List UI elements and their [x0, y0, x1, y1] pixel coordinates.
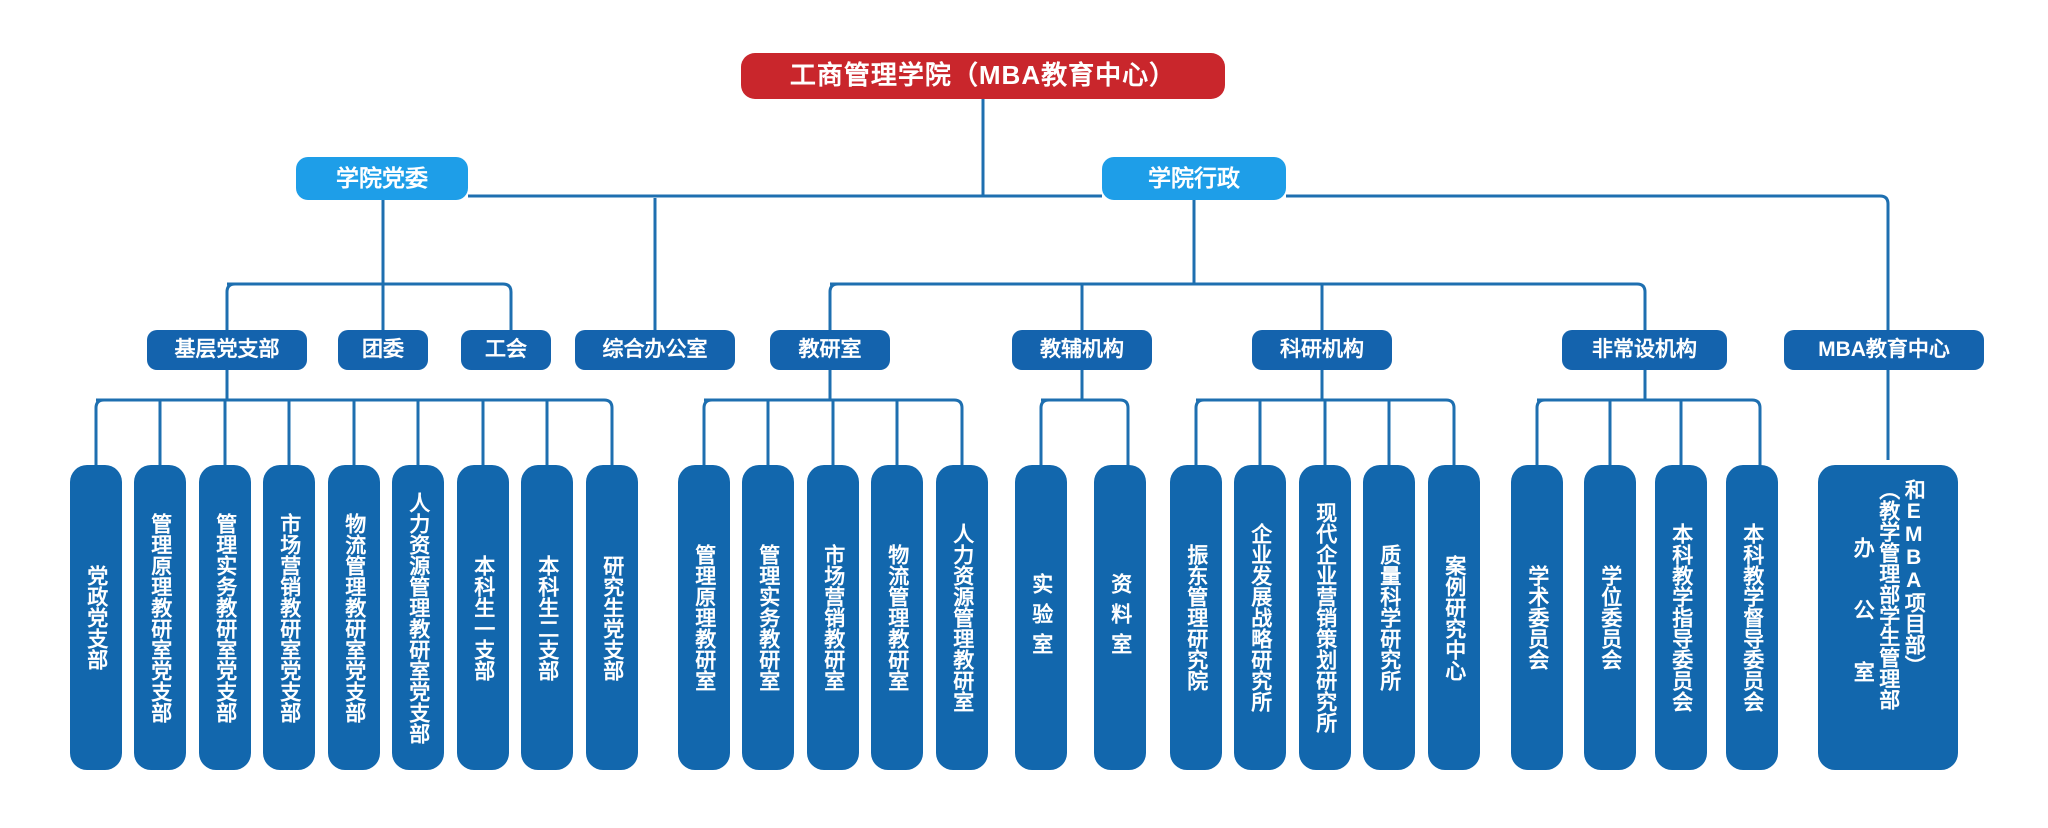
leaf-mba-emba-bangongshi[interactable]: 和EMBA项目部） （教学管理部学生管理部 办 公 室 [1818, 465, 1958, 770]
leaf-renliziyuan-jiaoyanshi[interactable]: 人力资源管理教研室 [936, 465, 988, 770]
leaf-wuliuguanli-dangzhibu[interactable]: 物流管理教研室党支部 [328, 465, 380, 770]
node-zongheban[interactable]: 综合办公室 [575, 330, 735, 370]
leaf-zhiliangkexue-yanjiusuo[interactable]: 质量科学研究所 [1363, 465, 1415, 770]
node-mbajiaoyuzhongxin[interactable]: MBA教育中心 [1784, 330, 1984, 370]
leaf-wuliuguanli-jiaoyanshi[interactable]: 物流管理教研室 [871, 465, 923, 770]
leaf-shichangyingxiao-jiaoyanshi[interactable]: 市场营销教研室 [807, 465, 859, 770]
node-xueyuandangwei[interactable]: 学院党委 [296, 157, 468, 200]
leaf-renliziyuan-dangzhibu[interactable]: 人力资源管理教研室党支部 [392, 465, 444, 770]
node-xueyuanxingzheng[interactable]: 学院行政 [1102, 157, 1286, 200]
leaf-dangzheng-dangzhibu[interactable]: 党政党支部 [70, 465, 122, 770]
leaf-guanlishiwu-dangzhibu[interactable]: 管理实务教研室党支部 [199, 465, 251, 770]
leaf-guanliyuanli-dangzhibu[interactable]: 管理原理教研室党支部 [134, 465, 186, 770]
leaf-shiyanshi[interactable]: 实验室 [1015, 465, 1067, 770]
node-jicengdangzhibu[interactable]: 基层党支部 [147, 330, 307, 370]
leaf-benkejiaoxue-dudao-weiyuanhui[interactable]: 本科教学督导委员会 [1726, 465, 1778, 770]
leaf-shichangyingxiao-dangzhibu[interactable]: 市场营销教研室党支部 [263, 465, 315, 770]
mba-office-col2: （教学管理部学生管理部 [1876, 479, 1900, 710]
leaf-yanjiusheng-dangzhibu[interactable]: 研究生党支部 [586, 465, 638, 770]
leaf-benkesheng-yizhibu[interactable]: 本科生一支部 [457, 465, 509, 770]
node-feichangshejigou[interactable]: 非常设机构 [1562, 330, 1727, 370]
leaf-zhendong-yanjiuyuan[interactable]: 振东管理研究院 [1170, 465, 1222, 770]
mba-office-col3: 办 公 室 [1851, 537, 1875, 691]
node-jiaoyanshi[interactable]: 教研室 [770, 330, 890, 370]
leaf-xiandaiqiye-yanjiusuo[interactable]: 现代企业营销策划研究所 [1299, 465, 1351, 770]
leaf-benkejiaoxue-zhidao-weiyuanhui[interactable]: 本科教学指导委员会 [1655, 465, 1707, 770]
leaf-xuewei-weiyuanhui[interactable]: 学位委员会 [1584, 465, 1636, 770]
leaf-guanliyuanli-jiaoyanshi[interactable]: 管理原理教研室 [678, 465, 730, 770]
node-keyanjigou[interactable]: 科研机构 [1252, 330, 1392, 370]
node-tuanwei[interactable]: 团委 [338, 330, 428, 370]
leaf-guanlishiwu-jiaoyanshi[interactable]: 管理实务教研室 [742, 465, 794, 770]
leaf-ziliaoshi[interactable]: 资料室 [1094, 465, 1146, 770]
mba-office-col1: 和EMBA项目部） [1902, 479, 1926, 676]
leaf-qiyefazhan-yanjiusuo[interactable]: 企业发展战略研究所 [1234, 465, 1286, 770]
leaf-xueshu-weiyuanhui[interactable]: 学术委员会 [1511, 465, 1563, 770]
node-jiaofujigou[interactable]: 教辅机构 [1012, 330, 1152, 370]
node-root[interactable]: 工商管理学院（MBA教育中心） [741, 53, 1225, 99]
node-gonghui[interactable]: 工会 [461, 330, 551, 370]
leaf-anli-yanjiuzhongxin[interactable]: 案例研究中心 [1428, 465, 1480, 770]
leaf-benkesheng-erzhibu[interactable]: 本科生二支部 [521, 465, 573, 770]
